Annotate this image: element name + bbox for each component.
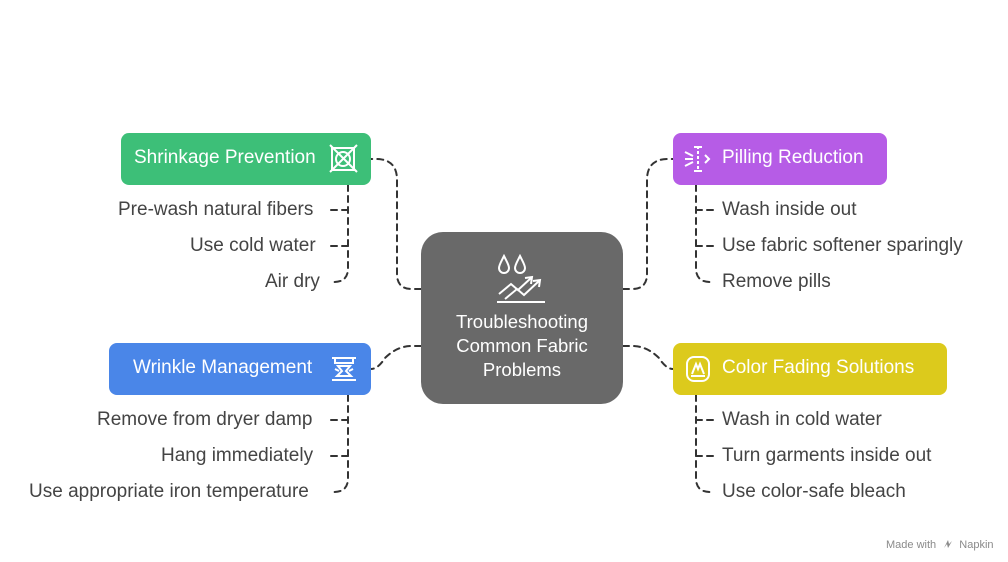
center-topic-node: Troubleshooting Common Fabric Problems [421, 232, 623, 404]
connector-center-pilling [622, 158, 674, 290]
napkin-logo-icon [944, 540, 953, 548]
branch-pilling-reduction: Pilling Reduction [673, 133, 887, 185]
center-topic-title: Troubleshooting Common Fabric Problems [421, 310, 623, 382]
branch-label: Shrinkage Prevention [134, 147, 316, 168]
made-with-napkin-footer: Made with Napkin [886, 538, 994, 551]
connector-center-color [622, 345, 674, 370]
fabric-fibers-icon [684, 146, 711, 172]
branch-shrinkage-prevention: Shrinkage Prevention [121, 133, 371, 185]
leaf-pilling-1: Wash inside out [722, 199, 857, 220]
center-title-line-2: Common Fabric [456, 335, 588, 356]
branch-label: Wrinkle Management [133, 357, 313, 378]
center-title-line-1: Troubleshooting [456, 311, 588, 332]
branch-wrinkle-management: Wrinkle Management [109, 343, 371, 395]
garment-color-icon [686, 356, 710, 382]
footer-made-with: Made with [886, 539, 937, 551]
leaf-shrinkage-1: Pre-wash natural fibers [118, 199, 314, 220]
connector-center-shrinkage [370, 158, 422, 290]
leaf-shrinkage-3: Air dry [265, 271, 320, 292]
branch-label: Color Fading Solutions [722, 357, 915, 378]
iron-fabric-icon [332, 357, 356, 381]
leaf-wrinkle-1: Remove from dryer damp [97, 409, 313, 430]
connector-pilling-trunk [695, 184, 715, 283]
leaf-color-1: Wash in cold water [722, 409, 882, 430]
leaf-wrinkle-3: Use appropriate iron temperature [29, 481, 309, 502]
connector-shrinkage-trunk [329, 184, 349, 283]
connector-wrinkle-trunk [329, 394, 349, 493]
leaf-pilling-3: Remove pills [722, 271, 831, 292]
connector-center-wrinkle [370, 345, 422, 370]
water-drops-trend-icon [497, 254, 545, 303]
leaf-pilling-2: Use fabric softener sparingly [722, 235, 963, 256]
branch-label: Pilling Reduction [722, 147, 864, 168]
leaf-shrinkage-2: Use cold water [190, 235, 316, 256]
center-title-line-3: Problems [482, 359, 562, 380]
footer-brand: Napkin [959, 539, 994, 551]
leaf-color-2: Turn garments inside out [722, 445, 932, 466]
branch-color-fading-solutions: Color Fading Solutions [673, 343, 947, 395]
leaf-wrinkle-2: Hang immediately [161, 445, 314, 466]
leaf-color-3: Use color-safe bleach [722, 481, 906, 502]
no-tumble-dry-icon [329, 144, 358, 173]
connector-color-trunk [695, 394, 715, 493]
